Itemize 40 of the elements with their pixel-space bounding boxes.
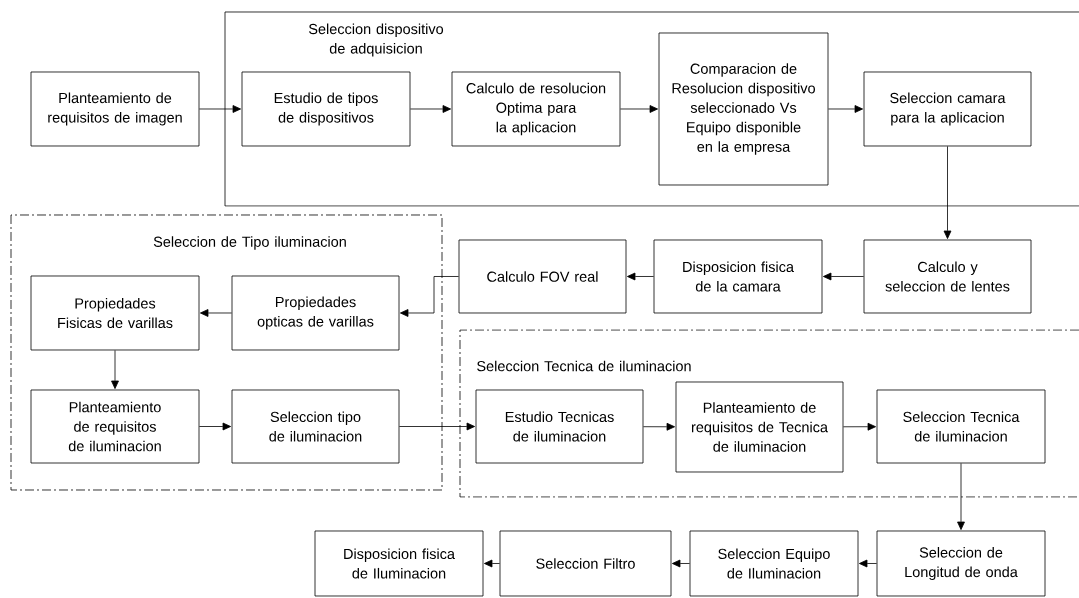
process-box: Planteamiento de requisitos de iluminacion xyxy=(30,389,200,464)
process-box: Seleccion de Longitud de onda xyxy=(876,530,1046,597)
process-box: Planteamiento de requisitos de imagen xyxy=(30,71,200,147)
process-box: Planteamiento de requisitos de Tecnica de iluminacion xyxy=(675,381,844,473)
process-box: Calculo FOV real xyxy=(458,239,627,314)
group-title: Seleccion dispositivo de adquisicion xyxy=(308,23,444,57)
process-box: Disposicion fisica de Iluminacion xyxy=(314,530,484,597)
process-box: Seleccion camara para la aplicacion xyxy=(863,71,1032,147)
arrow xyxy=(843,422,876,431)
process-box: Seleccion Filtro xyxy=(499,530,672,597)
arrow xyxy=(399,422,475,431)
group-title: Seleccion Tecnica de iluminacion xyxy=(477,360,691,372)
arrow xyxy=(859,559,877,568)
arrow xyxy=(627,272,654,281)
arrow xyxy=(111,350,119,389)
arrow xyxy=(943,146,952,239)
process-box: Seleccion tipo de iluminacion xyxy=(231,389,400,464)
arrow xyxy=(672,559,690,568)
arrow xyxy=(643,422,675,431)
process-box: Comparacion de Resolucion dispositivo seleccionado Vs Equipo disponible en la empresa xyxy=(658,32,829,186)
process-box: Seleccion Tecnica de iluminacion xyxy=(876,389,1046,464)
arrow xyxy=(199,105,241,113)
process-box: Propiedades Fisicas de varillas xyxy=(30,275,200,351)
arrow xyxy=(400,276,459,317)
arrow xyxy=(957,463,965,530)
arrow xyxy=(484,559,500,568)
arrow xyxy=(200,309,232,317)
arrow xyxy=(823,272,864,281)
process-box: Calculo y seleccion de lentes xyxy=(863,239,1032,314)
arrow xyxy=(410,105,451,113)
arrow xyxy=(828,105,863,113)
group-title: Seleccion de Tipo iluminacion xyxy=(153,236,346,250)
arrow xyxy=(620,105,658,113)
process-box: Seleccion Equipo de Iluminacion xyxy=(689,530,859,597)
process-box: Disposicion fisica de la camara xyxy=(653,239,823,314)
process-box: Propiedades opticas de varillas xyxy=(231,275,400,351)
arrow xyxy=(199,422,231,431)
process-box: Estudio Tecnicas de iluminacion xyxy=(475,389,644,464)
process-box: Estudio de tipos de dispositivos xyxy=(241,71,411,147)
process-box: Calculo de resolucion Optima para la aplicacion xyxy=(451,71,621,147)
